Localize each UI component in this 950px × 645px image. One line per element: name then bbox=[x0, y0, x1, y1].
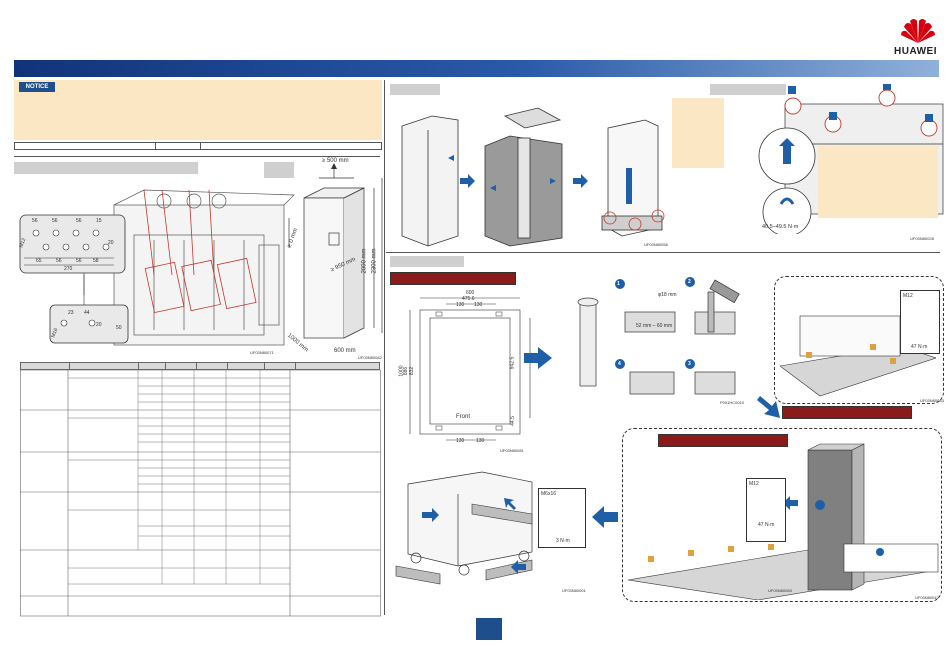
title-bar bbox=[14, 60, 939, 77]
cabinet-clearance-drawing bbox=[288, 163, 383, 339]
dim-top-4: 15 bbox=[96, 218, 102, 224]
anchor-step-4-label: 4 bbox=[618, 361, 621, 367]
dim-56a: 56 bbox=[56, 258, 62, 264]
base-drawing bbox=[395, 471, 533, 585]
leveling-note bbox=[818, 146, 938, 218]
fp-44: 44.5 bbox=[509, 416, 516, 426]
notice-divider bbox=[14, 150, 380, 157]
install-torque-2: 47 N·m bbox=[758, 522, 775, 528]
cabinet-code: UF03N80082 bbox=[358, 355, 382, 360]
huawei-logo-icon bbox=[901, 19, 935, 43]
dim-20a: 20 bbox=[108, 240, 114, 246]
dim-height1: 2000 mm bbox=[361, 248, 368, 274]
notice-table bbox=[14, 142, 382, 150]
fp-942: 942.5 bbox=[509, 356, 516, 370]
dim-clearance: ≥ 500 mm bbox=[322, 158, 349, 164]
dim-top-1: 56 bbox=[32, 218, 38, 224]
spec-table bbox=[20, 362, 382, 618]
section-header-busbar bbox=[14, 162, 198, 174]
step-banner-floor bbox=[390, 272, 516, 285]
dim-270: 270 bbox=[64, 266, 73, 272]
fp-bw1: 130 bbox=[456, 438, 465, 444]
screw-torque: 3 N·m bbox=[556, 538, 570, 544]
dim-44: 44 bbox=[84, 310, 90, 316]
section-header-unpacking bbox=[390, 84, 440, 95]
install-code-4: UF03N80042 bbox=[915, 595, 939, 600]
install-torque: 47 N·m bbox=[911, 344, 928, 350]
column-divider bbox=[384, 80, 385, 615]
dim-23: 23 bbox=[68, 310, 74, 316]
arrow-left-icon bbox=[592, 506, 618, 528]
dim-height2: 2300 mm bbox=[371, 248, 378, 274]
step-banner-secure bbox=[782, 406, 912, 419]
section-header-clearance bbox=[264, 162, 294, 178]
section-header-install bbox=[390, 256, 464, 267]
dim-top-3: 56 bbox=[76, 218, 82, 224]
fp-130a: 130 bbox=[456, 302, 465, 308]
dim-56b: 56 bbox=[76, 258, 82, 264]
anchor-depth: 52 mm – 60 mm bbox=[636, 323, 673, 329]
install-bolt-card-2 bbox=[746, 478, 786, 542]
install-floor-drawing bbox=[780, 315, 936, 397]
unpack-code-2: UF03N80028 bbox=[910, 236, 934, 241]
install-panel-top bbox=[774, 276, 944, 404]
spec-table-grid bbox=[20, 369, 381, 616]
install-code: UF03N80083 bbox=[920, 398, 944, 403]
page-number-badge bbox=[476, 618, 502, 640]
fp-832: 832 bbox=[409, 366, 416, 376]
dim-width: 600 mm bbox=[334, 348, 356, 354]
section-header-leveling bbox=[710, 84, 786, 95]
fp-600: 600 bbox=[466, 290, 475, 296]
install-code-3: UF03N80083 bbox=[768, 588, 792, 593]
fp-front: Front bbox=[456, 414, 471, 420]
floor-plan bbox=[409, 297, 531, 441]
notice-box bbox=[14, 80, 382, 140]
anchor-step-1-label: 1 bbox=[617, 281, 620, 287]
screw-code: UF03N80001 bbox=[562, 588, 586, 593]
anchor-code: P001HC0010 bbox=[720, 400, 745, 405]
unpack-torque: 40.5–49.5 N·m bbox=[762, 224, 799, 230]
busbar-code: UF03N80071 bbox=[250, 350, 274, 355]
install-bolt: M12 bbox=[903, 293, 913, 299]
fp-475: 475.6 bbox=[462, 296, 475, 302]
fp-bw2: 130 bbox=[476, 438, 485, 444]
anchor-step-2-label: 2 bbox=[688, 279, 691, 285]
notice-tag: NOTICE bbox=[19, 82, 55, 92]
dim-50: 50 bbox=[116, 325, 122, 331]
anchor-bolt-drawing bbox=[577, 277, 740, 395]
brand-name: HUAWEI bbox=[894, 46, 937, 57]
brand-logo: HUAWEI bbox=[894, 15, 940, 57]
install-bolt-2: M12 bbox=[749, 481, 759, 487]
fp-130b: 130 bbox=[474, 302, 483, 308]
install-cabinet-drawing bbox=[628, 443, 939, 600]
right-divider bbox=[386, 252, 940, 253]
dim-top-2: 56 bbox=[52, 218, 58, 224]
anchor-step-3-label: 3 bbox=[688, 361, 691, 367]
dim-65: 65 bbox=[36, 258, 42, 264]
screw-card bbox=[538, 488, 586, 548]
unpacking-steps bbox=[401, 107, 665, 247]
unpack-note bbox=[672, 98, 724, 168]
fp-code: UF03N80081 bbox=[500, 448, 524, 453]
screw-size: M6x16 bbox=[541, 491, 557, 497]
busbar-drawing bbox=[19, 189, 295, 346]
dim-58: 58 bbox=[93, 258, 99, 264]
arrow-down-icon bbox=[757, 396, 780, 418]
arrow-right-icon bbox=[524, 347, 552, 369]
unpack-code-1: UF03N80056 bbox=[644, 242, 668, 247]
install-panel-bottom bbox=[622, 428, 942, 602]
anchor-dia: φ18 mm bbox=[658, 292, 677, 298]
install-bolt-card bbox=[900, 290, 940, 354]
dim-20b: 20 bbox=[96, 322, 102, 328]
step-banner-place bbox=[658, 434, 788, 447]
